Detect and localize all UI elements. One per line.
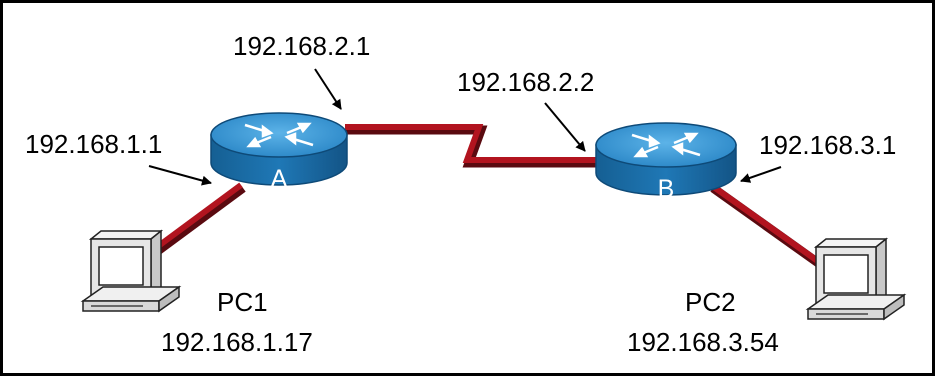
pc1-name-label: PC1 bbox=[217, 287, 268, 317]
pc1-ip-label: 192.168.1.17 bbox=[161, 327, 313, 357]
router-b-icon bbox=[595, 122, 737, 196]
pc2-name-label: PC2 bbox=[685, 287, 736, 317]
pc1-desktop-computer-icon bbox=[80, 229, 182, 313]
router-b-label: B bbox=[657, 175, 675, 203]
pointer-arrow-a-wan bbox=[314, 68, 342, 110]
router-b-lan-ip-label: 192.168.3.1 bbox=[759, 130, 897, 160]
link-pc1-router-a bbox=[151, 182, 246, 257]
diagram-canvas bbox=[80, 68, 907, 321]
router-a-icon bbox=[210, 112, 348, 186]
pc2-ip-label: 192.168.3.54 bbox=[627, 327, 779, 357]
link-router-b-pc2 bbox=[709, 182, 824, 269]
router-b-wan-ip-label: 192.168.2.2 bbox=[457, 67, 595, 97]
pointer-arrow-b-wan bbox=[544, 102, 586, 152]
pointer-arrow-b-lan bbox=[740, 166, 782, 183]
pointer-arrow-a-lan bbox=[148, 165, 212, 186]
pc2-desktop-computer-icon bbox=[805, 237, 907, 321]
router-a-lan-ip-label: 192.168.1.1 bbox=[25, 129, 163, 159]
router-a-wan-ip-label: 192.168.2.1 bbox=[233, 31, 371, 61]
router-a-label: A bbox=[270, 165, 288, 193]
link-serial-a-b bbox=[345, 124, 603, 168]
